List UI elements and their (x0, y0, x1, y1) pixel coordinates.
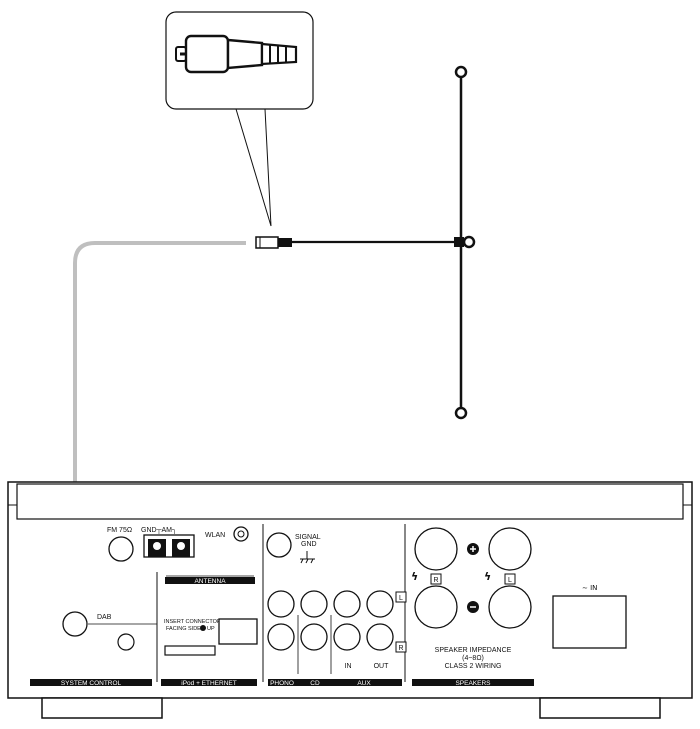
phono-label: PHONO (270, 680, 294, 687)
side-a-icon (200, 625, 206, 631)
impedance-label-2: (4~8Ω) (462, 655, 484, 662)
l-channel-label: L (399, 595, 403, 602)
ac-in-label: ∼ IN (582, 584, 597, 592)
l-channel-badge (395, 591, 407, 603)
phono-l-jack[interactable] (267, 590, 295, 618)
signal-gnd-terminal[interactable] (266, 532, 292, 558)
phono-r-jack[interactable] (267, 623, 295, 651)
aux-in-l-jack[interactable] (333, 590, 361, 618)
system-control-bar (30, 679, 152, 686)
fm-label: FM 75Ω (107, 527, 132, 534)
wlan-label: WLAN (205, 532, 225, 539)
speaker-r-badge (430, 573, 442, 585)
cd-r-jack[interactable] (300, 623, 328, 651)
phono-cd-aux-bar (268, 679, 402, 686)
speaker-l-badge (504, 573, 516, 585)
dab-label: DAB (97, 614, 112, 621)
r-channel-badge (395, 641, 407, 653)
ground-icon (300, 551, 315, 564)
am-terminal[interactable] (143, 534, 195, 558)
receiver-rear-panel (7, 481, 693, 719)
aux-label: AUX (357, 680, 371, 687)
ipod-dock-port[interactable] (164, 645, 216, 656)
lightning-icon-l: ϟ (484, 570, 491, 583)
aux-out-r-jack[interactable] (366, 623, 394, 651)
speaker-l-plus-terminal[interactable] (488, 527, 532, 571)
antenna-bar (165, 577, 255, 584)
wlan-jack[interactable] (233, 526, 249, 542)
lightning-icon-r: ϟ (411, 570, 418, 583)
coax-plug-icon (175, 34, 298, 74)
speaker-l-badge-label: L (508, 577, 512, 584)
speakers-bar (412, 679, 534, 686)
cable-plug-icon (255, 236, 292, 249)
aux-out-label: OUT (374, 663, 390, 670)
speaker-terminals (414, 527, 532, 629)
speaker-r-plus-terminal[interactable] (414, 527, 458, 571)
aux-in-label: IN (345, 663, 352, 670)
rca-jacks (267, 590, 394, 674)
impedance-label-1: SPEAKER IMPEDANCE (435, 647, 512, 654)
aux-out-l-jack[interactable] (366, 590, 394, 618)
signal-label: SIGNAL (295, 534, 321, 541)
speaker-l-minus-terminal[interactable] (488, 585, 532, 629)
r-channel-label: R (398, 645, 403, 652)
connector-callout (165, 11, 314, 227)
antenna-bar-label: ANTENNA (194, 578, 226, 585)
speakers-label: SPEAKERS (455, 680, 491, 687)
cd-l-jack[interactable] (300, 590, 328, 618)
fm-jack[interactable] (108, 536, 134, 562)
ipod-ethernet-bar (161, 679, 257, 686)
facing-side-label: FACING SIDE (166, 626, 201, 632)
dab-dipole-antenna (292, 65, 476, 420)
gnd-label: GND (301, 541, 317, 548)
ethernet-port[interactable] (218, 618, 258, 645)
ipod-ethernet-label: iPod + ETHERNET (181, 680, 236, 687)
system-control-label: SYSTEM CONTROL (61, 680, 122, 687)
cd-label: CD (310, 680, 320, 687)
dab-jack[interactable] (62, 611, 88, 637)
gnd-am-label: GND┬AM┐ (141, 527, 177, 534)
insert-connector-label: INSERT CONNECTOR (164, 619, 221, 625)
speaker-r-badge-label: R (433, 577, 438, 584)
speaker-r-minus-terminal[interactable] (414, 585, 458, 629)
ac-inlet[interactable] (552, 595, 627, 649)
aux-in-r-jack[interactable] (333, 623, 361, 651)
impedance-label-3: CLASS 2 WIRING (445, 663, 502, 670)
up-label: UP (207, 626, 215, 632)
dab-cable (73, 241, 246, 623)
system-control-jack[interactable] (117, 633, 135, 651)
